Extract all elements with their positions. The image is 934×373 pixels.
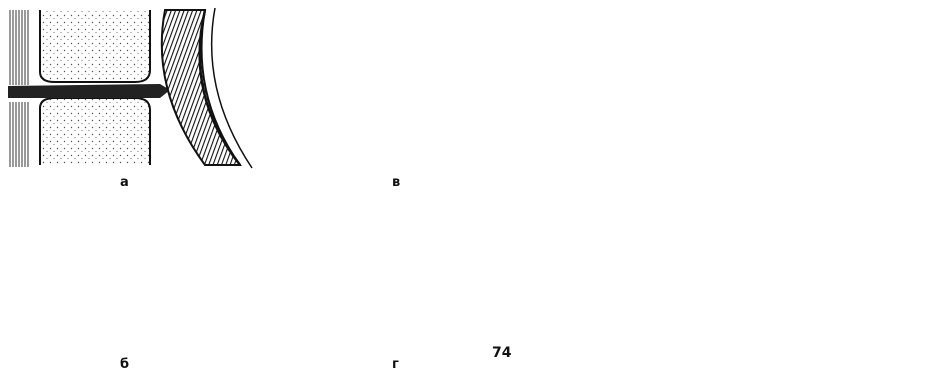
label-a: а xyxy=(120,176,129,189)
figure-number: 74 xyxy=(492,346,511,360)
label-v: в xyxy=(392,176,400,189)
label-b: б xyxy=(120,358,129,371)
panel-a-drawing xyxy=(8,8,252,168)
label-g: г xyxy=(392,358,399,371)
